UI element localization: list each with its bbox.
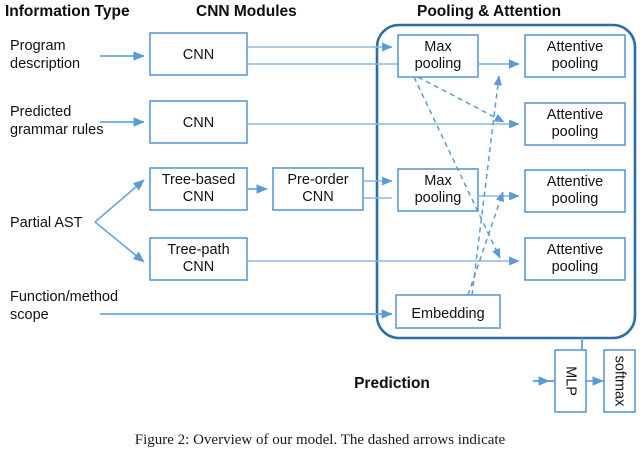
label-tree-path-cnn-line1: Tree-path (167, 242, 229, 258)
box-max-pooling-1 (397, 34, 479, 78)
label-max-pooling-1-line1: Max (424, 39, 452, 55)
dashed-maxpool1-to-attentive2 (417, 76, 505, 123)
label-attentive-pooling-3-line1: Attentive (547, 174, 603, 190)
label-attentive-pooling-1-line2: pooling (552, 56, 599, 72)
label-attentive-pooling-1-line1: Attentive (547, 39, 603, 55)
box-softmax (603, 349, 636, 413)
label-cnn-2: CNN (183, 115, 214, 131)
box-mlp (554, 349, 587, 413)
label-prediction: Prediction (354, 375, 430, 392)
connector-ast-to-treepath (94, 221, 145, 263)
label-tree-based-cnn-line1: Tree-based (162, 172, 236, 188)
label-tree-based-cnn-line2: CNN (183, 189, 214, 205)
connector-ast-to-treebased (94, 179, 145, 223)
label-pre-order-cnn-line1: Pre-order (287, 172, 348, 188)
label-max-pooling-2-line2: pooling (415, 190, 462, 206)
label-pre-order-cnn-line2: CNN (302, 189, 333, 205)
input-label-grammar-line1: Predicted (10, 104, 71, 120)
label-embedding: Embedding (411, 306, 484, 322)
box-cnn-1 (149, 32, 248, 76)
label-attentive-pooling-4-line2: pooling (552, 259, 599, 275)
dashed-maxpool1-to-attentive4 (413, 76, 501, 259)
header-pooling-attention: Pooling & Attention (417, 3, 561, 20)
input-label-grammar-line2: grammar rules (10, 122, 103, 138)
box-tree-path-cnn (149, 237, 248, 281)
label-attentive-pooling-2-line2: pooling (552, 124, 599, 140)
input-label-program-line1: Program (10, 38, 66, 54)
label-softmax: softmax (612, 356, 628, 408)
input-label-scope-line2: scope (10, 307, 49, 323)
header-cnn-modules: CNN Modules (196, 3, 297, 20)
box-attentive-pooling-3 (524, 169, 626, 213)
label-attentive-pooling-2-line1: Attentive (547, 107, 603, 123)
box-cnn-2 (149, 100, 248, 144)
header-information-type: Information Type (5, 3, 130, 20)
label-max-pooling-1-line2: pooling (415, 56, 462, 72)
label-mlp: MLP (563, 366, 579, 396)
box-attentive-pooling-1 (524, 34, 626, 78)
label-cnn-1: CNN (183, 47, 214, 63)
dashed-embedding-to-attentive3 (467, 191, 504, 296)
box-embedding (395, 294, 501, 329)
input-label-scope-line1: Function/method (10, 289, 118, 305)
box-max-pooling-2 (397, 168, 479, 212)
box-attentive-pooling-2 (524, 102, 626, 146)
input-label-partial-ast: Partial AST (10, 215, 83, 231)
label-tree-path-cnn-line2: CNN (183, 259, 214, 275)
box-pre-order-cnn (272, 167, 364, 211)
label-attentive-pooling-4-line1: Attentive (547, 242, 603, 258)
dashed-embedding-to-attentive1 (471, 75, 503, 296)
box-attentive-pooling-4 (524, 237, 626, 281)
figure-caption: Figure 2: Overview of our model. The das… (134, 432, 506, 448)
input-label-program-line2: description (10, 56, 80, 72)
label-max-pooling-2-line1: Max (424, 173, 452, 189)
label-attentive-pooling-3-line2: pooling (552, 191, 599, 207)
